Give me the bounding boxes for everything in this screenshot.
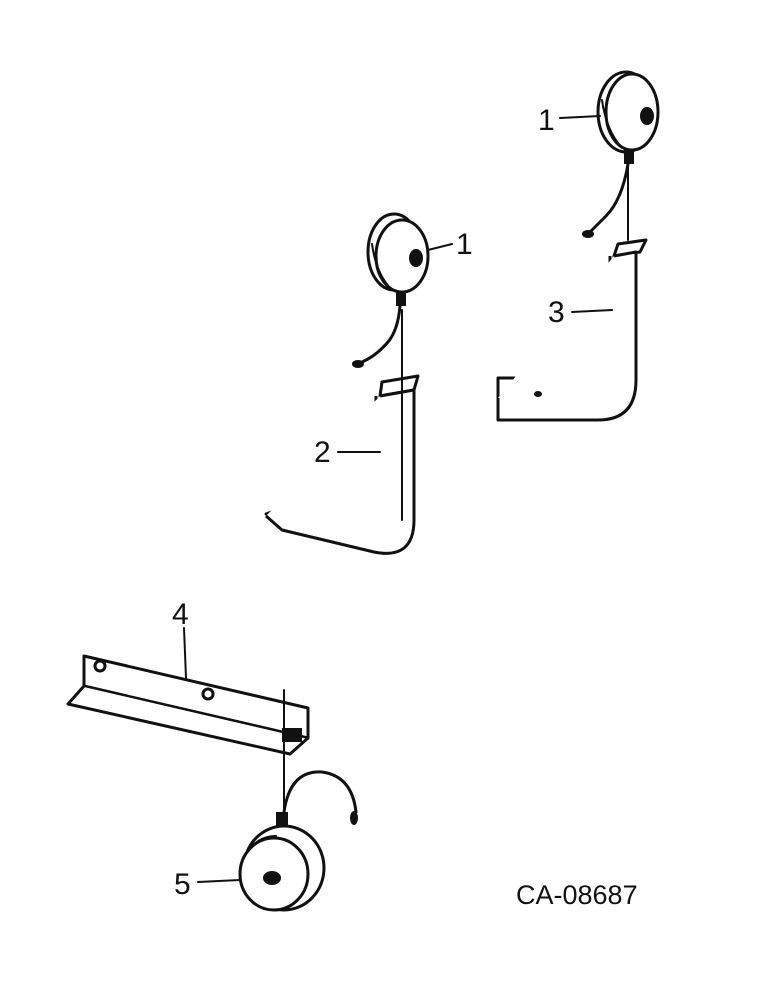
callout-3: 3 (548, 296, 565, 329)
callout-1-upper-right: 1 (538, 104, 555, 137)
lamp-1-wire (582, 162, 630, 241)
lamp-1-upper-right (596, 70, 660, 164)
bracket-2 (264, 374, 420, 555)
callout-5: 5 (174, 868, 191, 901)
bracket-3 (496, 238, 648, 422)
lamp-1-middle-wire (352, 304, 403, 379)
lamp-assembly-bottom (66, 654, 358, 912)
lamp-assembly-upper-right (496, 70, 660, 422)
callout-1-middle: 1 (456, 228, 473, 261)
lamp-5 (238, 824, 326, 912)
callout-4: 4 (172, 598, 189, 631)
lamp-5-wire (276, 689, 358, 826)
angle-bracket-4 (66, 654, 310, 756)
drawing-code: CA-08687 (516, 880, 638, 910)
lamp-assembly-middle (264, 212, 430, 555)
callout-2: 2 (314, 436, 331, 469)
lamp-1-middle (366, 212, 430, 306)
leader-lines (183, 115, 613, 883)
